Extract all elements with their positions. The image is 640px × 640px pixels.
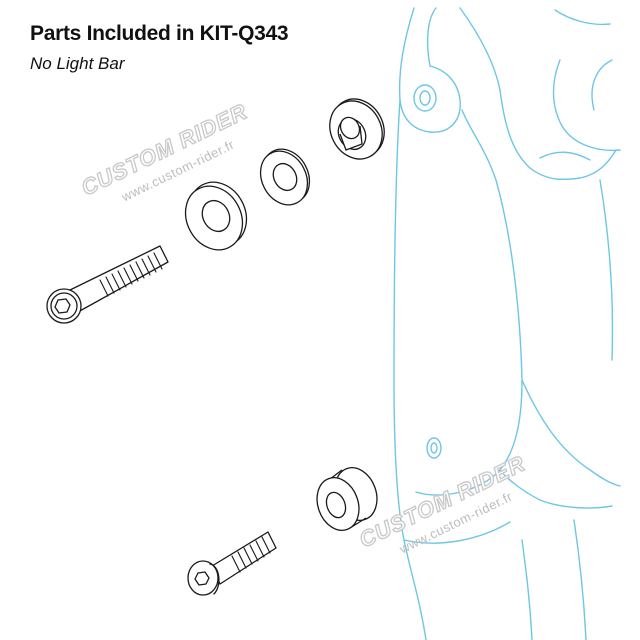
page-title: Parts Included in KIT-Q343	[30, 22, 289, 45]
bushing-icon	[329, 98, 385, 160]
watermark: CUSTOM RIDER www.custom-rider.fr	[355, 450, 530, 557]
short-screw-icon	[187, 531, 277, 596]
spacer-icon	[316, 467, 378, 531]
washer-icon	[259, 148, 311, 206]
long-screw-icon	[46, 245, 169, 324]
washer-icon	[184, 181, 248, 251]
page-subtitle: No Light Bar	[30, 54, 125, 73]
fork-leg-outline	[393, 7, 621, 640]
